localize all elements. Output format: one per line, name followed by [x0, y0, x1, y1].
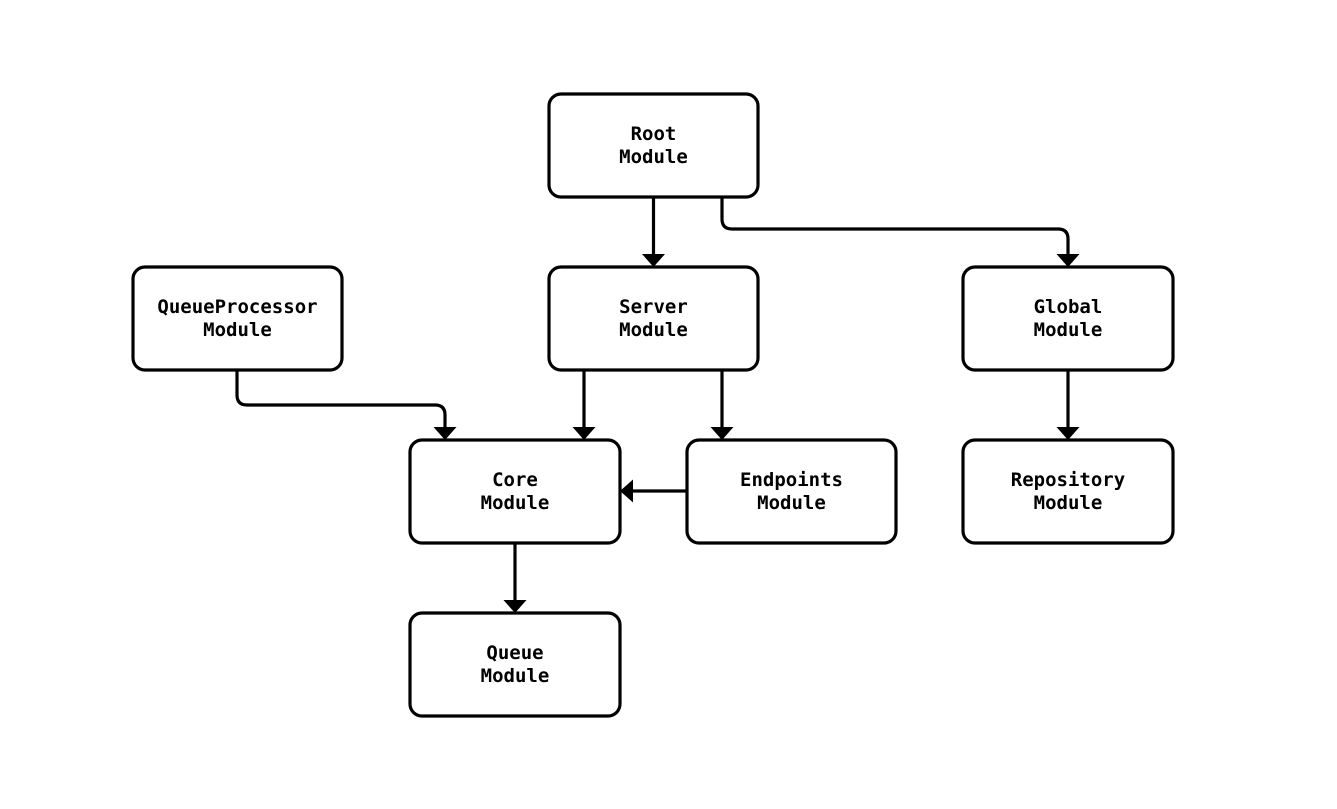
node-box[interactable]	[547, 265, 760, 372]
arrowhead-icon	[1056, 427, 1080, 440]
node-label-name: Endpoints	[740, 469, 843, 491]
arrowhead-icon	[642, 254, 665, 267]
edge-server-to-endpoints	[710, 370, 734, 440]
node-box[interactable]	[547, 92, 760, 199]
node-label-name: QueueProcessor	[157, 296, 317, 318]
node-label-suffix: Module	[481, 665, 550, 687]
node-label-suffix: Module	[1034, 319, 1103, 341]
node-label-name: Core	[492, 469, 538, 491]
node-label-suffix: Module	[619, 146, 688, 168]
node-box[interactable]	[408, 438, 622, 545]
arrowhead-icon	[620, 479, 633, 503]
edge-server-to-core	[572, 370, 596, 440]
node-label-name: Repository	[1011, 469, 1125, 491]
node-label-name: Server	[619, 296, 688, 318]
node-label-suffix: Module	[1034, 492, 1103, 514]
arrowhead-icon	[572, 427, 596, 440]
node-layer: RootModuleQueueProcessorModuleServerModu…	[131, 92, 1175, 718]
edge-queueprocessor-to-core	[235, 370, 457, 440]
edge-root-to-global	[720, 197, 1080, 267]
arrowhead-icon	[1056, 254, 1080, 267]
arrowhead-icon	[710, 427, 734, 440]
node-box[interactable]	[961, 438, 1175, 545]
node-label-suffix: Module	[203, 319, 272, 341]
node-box[interactable]	[685, 438, 898, 545]
node-label-suffix: Module	[757, 492, 826, 514]
edge-core-to-queue	[503, 543, 527, 613]
node-box[interactable]	[961, 265, 1175, 372]
node-box[interactable]	[131, 265, 344, 372]
edge-root-to-server	[642, 197, 665, 267]
node-label-name: Root	[631, 123, 677, 145]
arrowhead-icon	[503, 600, 527, 613]
arrowhead-icon	[433, 427, 457, 440]
node-label-name: Queue	[486, 642, 543, 664]
node-label-name: Global	[1034, 296, 1103, 318]
edge-endpoints-to-core	[620, 479, 687, 503]
edge-line	[235, 370, 447, 428]
node-label-suffix: Module	[481, 492, 550, 514]
node-box[interactable]	[408, 611, 622, 718]
edge-line	[720, 197, 1070, 255]
edge-global-to-repository	[1056, 370, 1080, 440]
node-label-suffix: Module	[619, 319, 688, 341]
edge-layer	[235, 197, 1080, 613]
